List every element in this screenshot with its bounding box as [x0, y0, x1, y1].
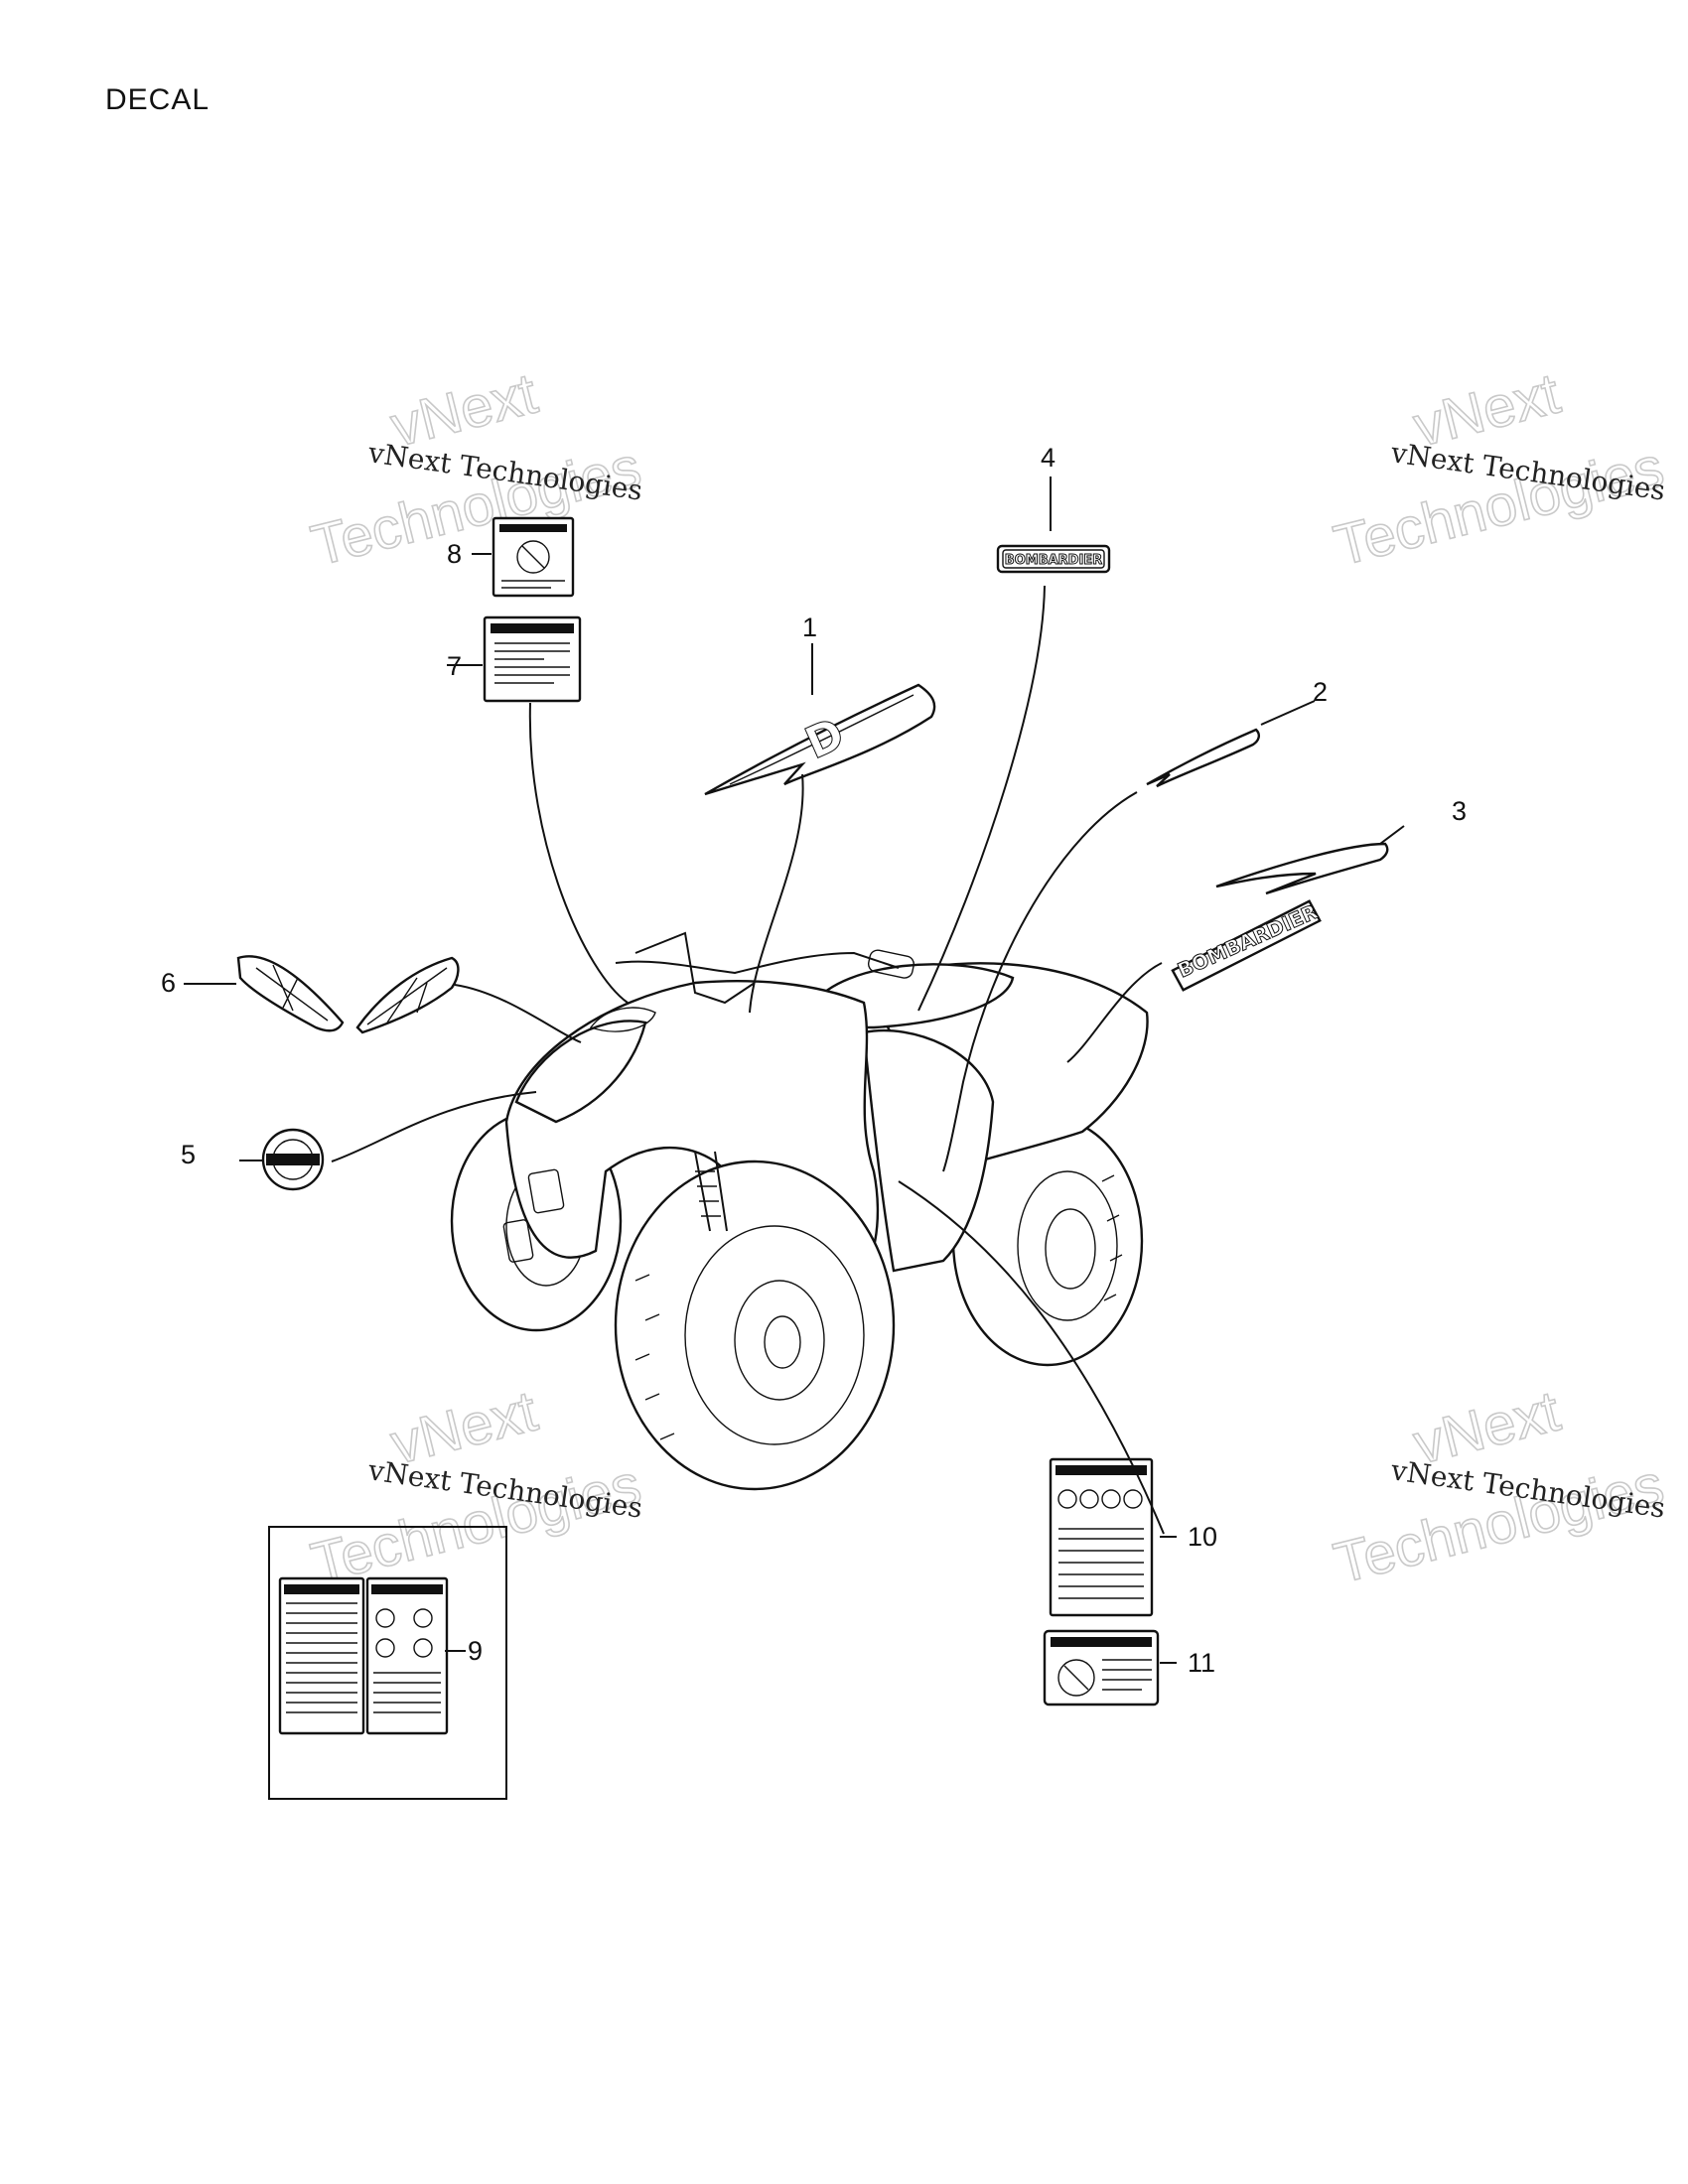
- watermark-bottom-right: vNext Technologies vNext Technologies: [1328, 1378, 1671, 1597]
- front-near-wheel: [614, 1160, 896, 1491]
- callout-10: 10: [1188, 1522, 1217, 1552]
- callout-11: 11: [1188, 1648, 1215, 1678]
- decal-4-bombardier-plate: BOMBARDIER: [996, 544, 1111, 574]
- watermark-bottom-left: vNext Technologies vNext Technologies: [305, 1378, 648, 1597]
- decal-1-swoosh: D: [704, 683, 936, 796]
- atv-illustration: [450, 931, 1149, 1491]
- callout-2: 2: [1313, 677, 1328, 707]
- front-nose: [514, 1020, 647, 1124]
- callout-3: 3: [1452, 796, 1467, 826]
- callout-4: 4: [1041, 443, 1055, 473]
- decal-3-bombardier-bolt: BOMBARDIER: [1171, 842, 1389, 992]
- decal-5-gear-emblem: [261, 1128, 325, 1191]
- leader-lines: [184, 477, 1405, 1664]
- brand-label: BOMBARDIER: [1174, 899, 1321, 983]
- decal-11-avertissement-label: [1043, 1629, 1160, 1706]
- decal-6-headlight-covers: [236, 955, 460, 1034]
- watermark-top-left: vNext Technologies vNext Technologies: [305, 360, 648, 580]
- callout-1: 1: [802, 613, 817, 642]
- callout-5: 5: [181, 1140, 196, 1169]
- callout-numbers: 1 2 3 4 5 6 7 8 9 10 11: [161, 443, 1467, 1678]
- handlebar: [615, 951, 900, 975]
- decal-7-warning-label: [483, 615, 582, 703]
- callout-7: 7: [447, 651, 462, 681]
- decal-8-no-ride-label: [492, 516, 575, 598]
- decal-9-label-kit: [268, 1526, 507, 1800]
- page-title: DECAL: [105, 83, 211, 116]
- callout-8: 8: [447, 539, 462, 569]
- watermark-top-right: vNext Technologies vNext Technologies: [1328, 360, 1671, 580]
- callout-6: 6: [161, 968, 176, 998]
- decal-2-small-swoosh: [1146, 728, 1261, 788]
- brand-label: BOMBARDIER: [1005, 553, 1102, 568]
- callout-9: 9: [468, 1636, 483, 1666]
- decal-10-danger-label: [1049, 1457, 1154, 1617]
